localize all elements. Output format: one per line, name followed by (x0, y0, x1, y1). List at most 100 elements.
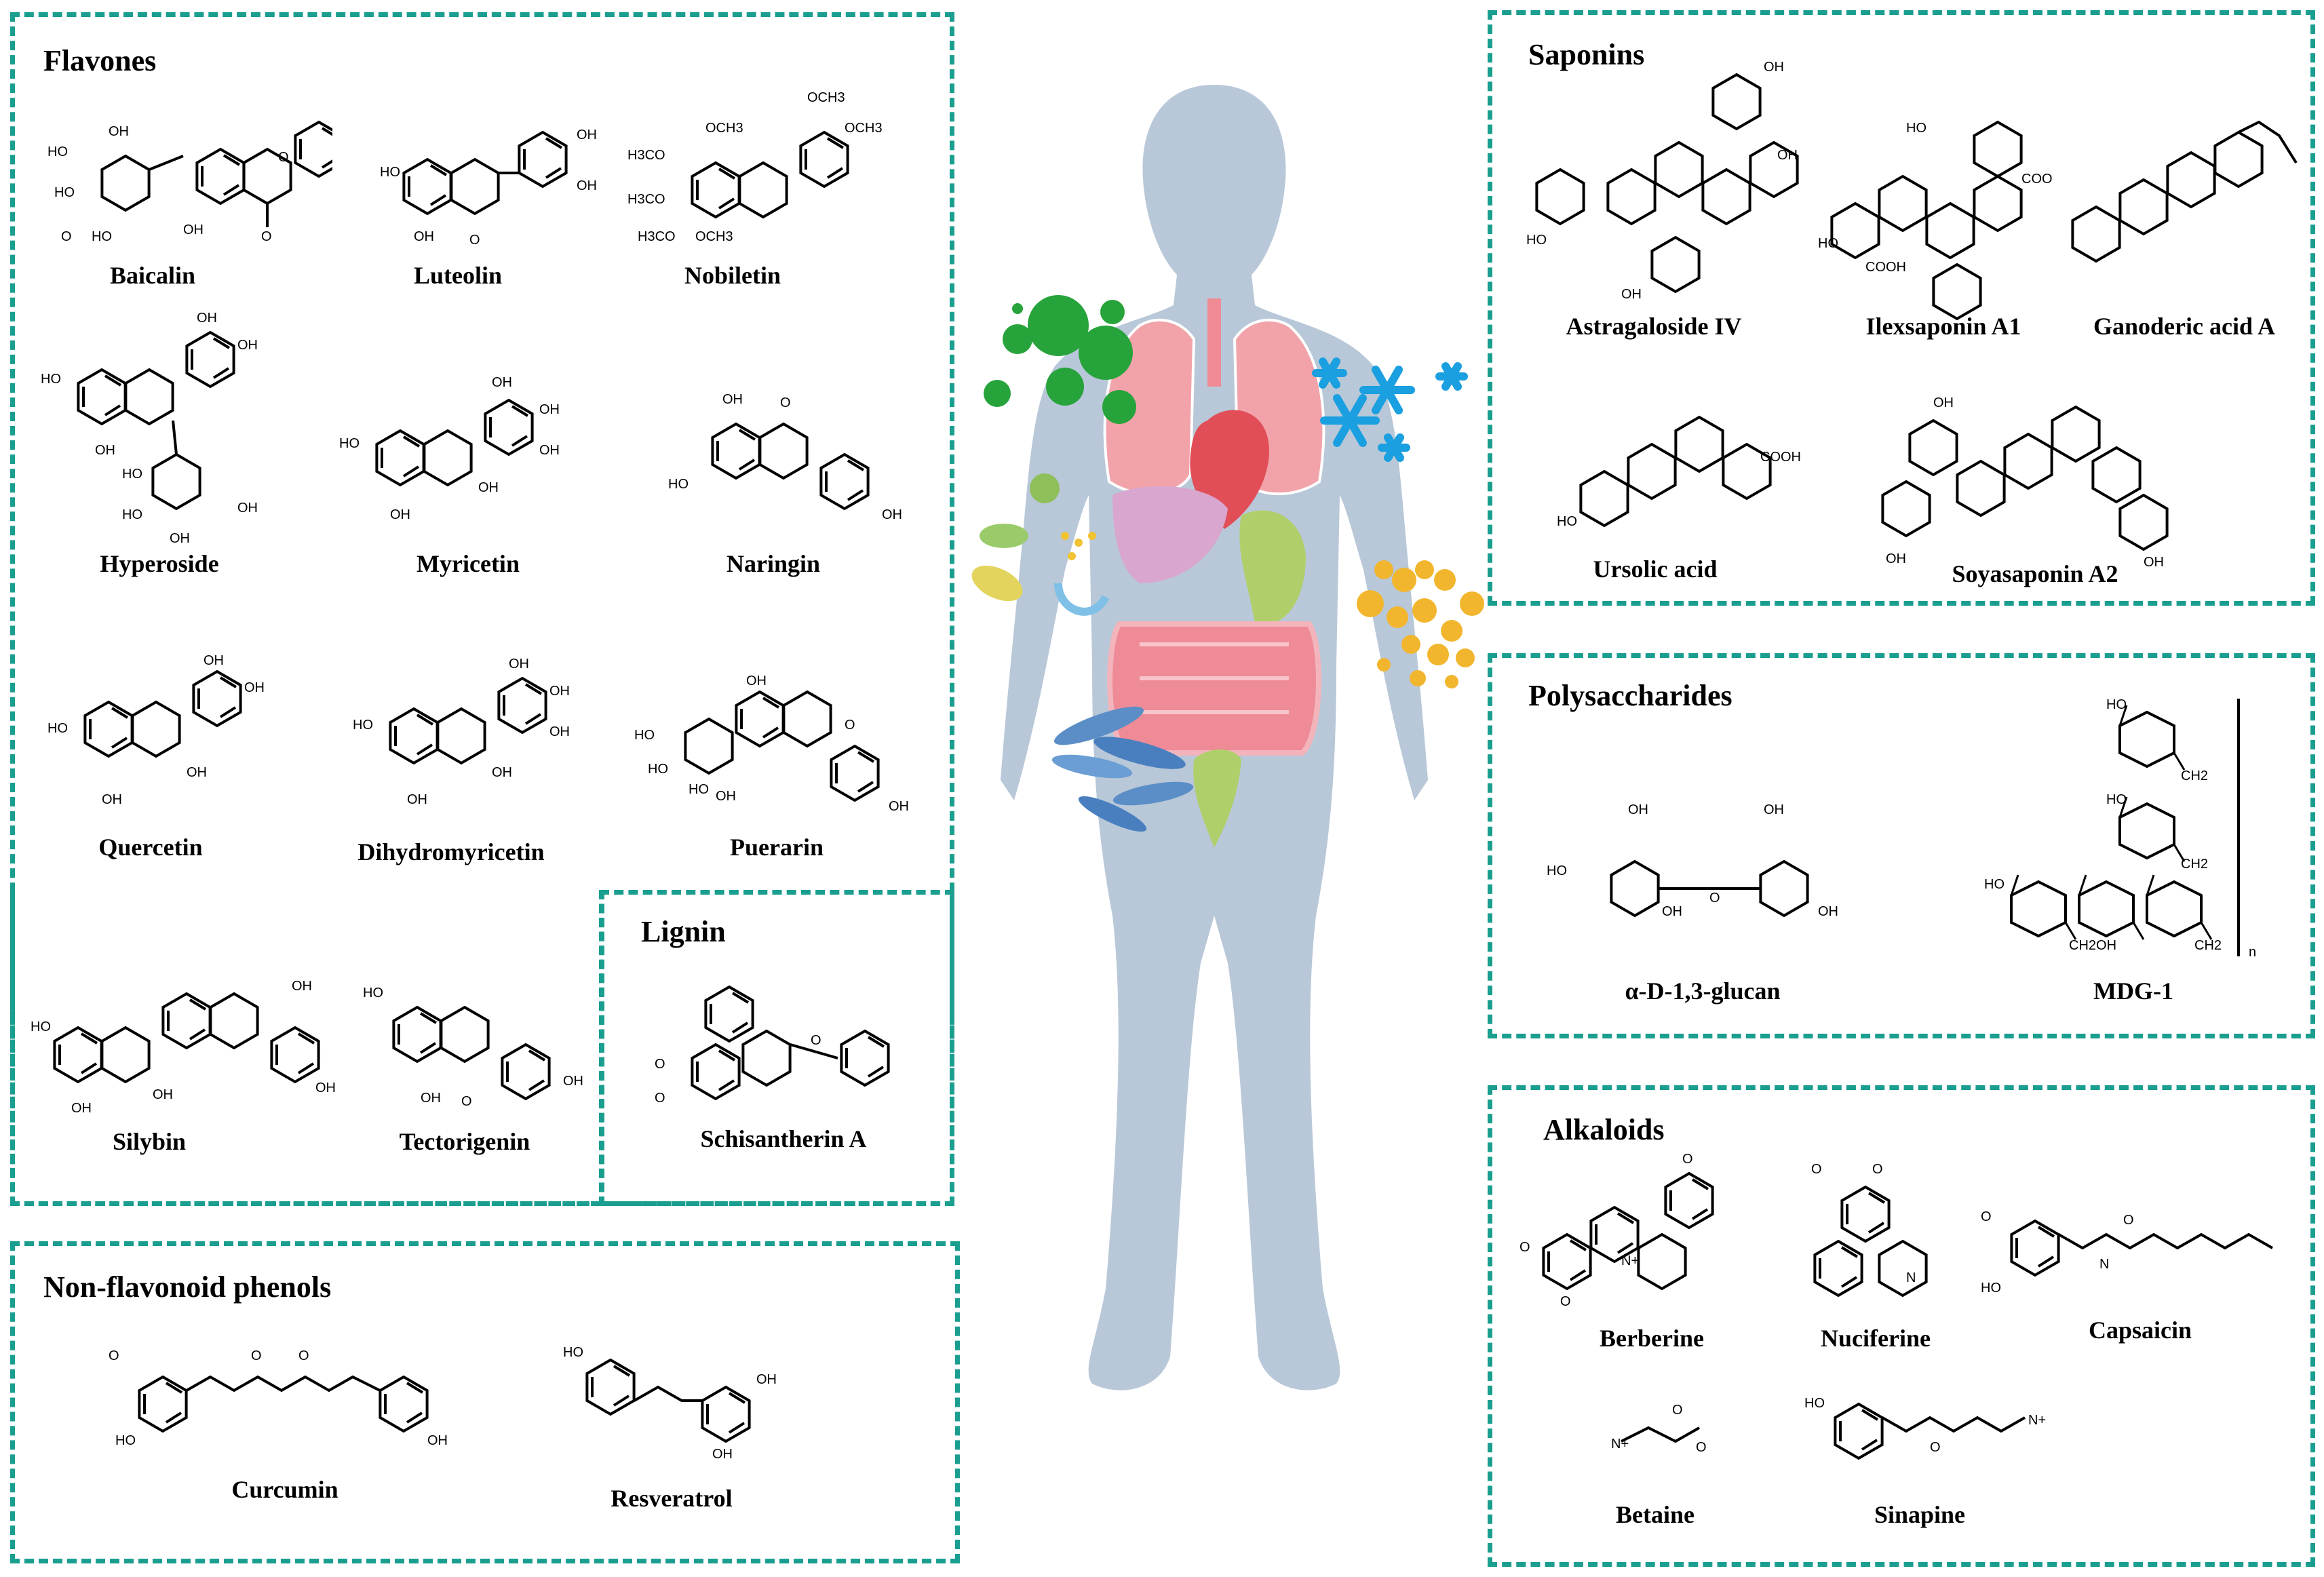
svg-text:O: O (845, 718, 855, 733)
baicalin-label: Baicalin (109, 262, 196, 289)
svg-text:HO: HO (1981, 1281, 2001, 1296)
luteolin-structure: HO OH O OH OH (380, 115, 604, 251)
ursolic-acid-structure: HO COOH (1557, 387, 1815, 556)
alkaloids-panel (1488, 1085, 2315, 1567)
svg-text:OH: OH (509, 657, 529, 671)
naringin-label: Naringin (726, 550, 821, 577)
svg-text:O: O (1981, 1209, 1992, 1224)
svg-text:OCH3: OCH3 (807, 90, 845, 105)
svg-text:OH: OH (204, 653, 224, 668)
svg-text:OH: OH (1777, 148, 1798, 163)
svg-text:OH: OH (2144, 555, 2164, 570)
svg-text:COOH: COOH (1865, 260, 1906, 275)
ursolic-acid-label: Ursolic acid (1593, 556, 1718, 583)
svg-text:O: O (298, 1348, 309, 1363)
svg-text:OH: OH (292, 979, 312, 994)
phenols-title: Non-flavonoid phenols (43, 1270, 332, 1304)
svg-text:HO: HO (54, 185, 75, 200)
stomach (1239, 510, 1306, 625)
svg-text:OH: OH (539, 402, 560, 417)
svg-text:OH: OH (492, 375, 512, 390)
svg-text:OH: OH (722, 392, 743, 407)
svg-text:OH: OH (1662, 904, 1682, 919)
soyasaponin-a2-label: Soyasaponin A2 (1952, 560, 2118, 587)
svg-text:OH: OH (563, 1074, 583, 1089)
blue-asterisks (1312, 357, 1468, 462)
lignin-title: Lignin (641, 915, 726, 948)
green-particles (984, 295, 1136, 424)
svg-text:HO: HO (47, 144, 68, 159)
svg-text:OH: OH (407, 792, 427, 807)
svg-text:N: N (1906, 1270, 1916, 1285)
liver (1112, 486, 1228, 583)
pathogens (971, 473, 1110, 616)
capsaicin-structure: N O O HO (1981, 1201, 2300, 1296)
flavones-title: Flavones (43, 44, 157, 77)
ganoderic-acid-a-structure (2062, 115, 2306, 285)
svg-text:HO: HO (41, 372, 61, 387)
svg-text:HO: HO (2106, 792, 2127, 807)
svg-text:OH: OH (882, 507, 902, 522)
svg-text:OH: OH (71, 1101, 92, 1116)
svg-text:HO: HO (689, 782, 709, 797)
quercetin-label: Quercetin (98, 834, 203, 861)
svg-text:OH: OH (756, 1372, 777, 1387)
tectorigenin-label: Tectorigenin (399, 1128, 530, 1155)
svg-text:O: O (461, 1094, 472, 1109)
svg-text:OH: OH (549, 724, 570, 739)
svg-text:OH: OH (102, 792, 122, 807)
phenols-panel (10, 1241, 960, 1563)
svg-text:OH: OH (712, 1447, 733, 1462)
soyasaponin-a2-structure: OH OH OH (1872, 387, 2184, 570)
svg-text:CH2: CH2 (2181, 768, 2208, 783)
svg-text:O: O (2123, 1213, 2134, 1228)
alkaloids-title: Alkaloids (1543, 1113, 1665, 1146)
svg-text:OH: OH (237, 501, 258, 515)
svg-text:H3CO: H3CO (627, 192, 665, 207)
svg-text:OH: OH (95, 443, 115, 458)
lignin-panel (600, 890, 954, 1206)
svg-text:O: O (1709, 891, 1720, 906)
svg-text:OH: OH (577, 178, 597, 193)
svg-text:HO: HO (353, 718, 373, 733)
svg-text:OH: OH (153, 1087, 173, 1102)
svg-text:HO: HO (1818, 236, 1838, 251)
svg-text:HO: HO (1906, 121, 1926, 136)
svg-text:OH: OH (427, 1433, 448, 1448)
schisantherin-a-label: Schisantherin A (700, 1125, 867, 1152)
silybin-label: Silybin (112, 1128, 187, 1155)
svg-text:OH: OH (889, 799, 909, 814)
nuciferine-label: Nuciferine (1821, 1325, 1931, 1352)
svg-text:HO: HO (115, 1433, 136, 1448)
svg-text:CH2: CH2 (2194, 938, 2222, 953)
svg-text:OH: OH (716, 789, 736, 804)
svg-text:OCH3: OCH3 (845, 121, 883, 136)
svg-text:HO: HO (122, 507, 142, 522)
polysaccharides-panel (1488, 653, 2315, 1038)
ganoderic-acid-a-label: Ganoderic acid A (2093, 313, 2275, 340)
svg-text:O: O (811, 1033, 821, 1048)
colon (1140, 642, 1289, 714)
svg-text:O: O (1930, 1440, 1941, 1455)
svg-text:O: O (1872, 1162, 1883, 1177)
svg-text:OH: OH (492, 765, 512, 780)
resveratrol-structure: HO OH OH (556, 1340, 800, 1462)
svg-text:OH: OH (1621, 287, 1642, 302)
svg-text:HO: HO (92, 229, 112, 244)
svg-text:COO: COO (2021, 172, 2053, 187)
svg-text:HO: HO (648, 762, 668, 777)
resveratrol-label: Resveratrol (611, 1485, 733, 1512)
betaine-label: Betaine (1616, 1501, 1694, 1528)
astragaloside-iv-label: Astragaloside IV (1566, 313, 1742, 340)
myricetin-label: Myricetin (417, 550, 520, 577)
svg-text:OH: OH (1764, 60, 1784, 75)
svg-text:OH: OH (183, 222, 204, 237)
svg-text:H3CO: H3CO (638, 229, 676, 244)
svg-text:HO: HO (1804, 1396, 1825, 1411)
svg-text:OH: OH (109, 124, 129, 139)
svg-text:O: O (655, 1057, 665, 1072)
curcumin-structure: O O O HO OH (109, 1340, 461, 1448)
svg-text:OH: OH (390, 507, 410, 522)
svg-text:O: O (780, 395, 791, 410)
svg-text:OH: OH (1933, 395, 1954, 410)
